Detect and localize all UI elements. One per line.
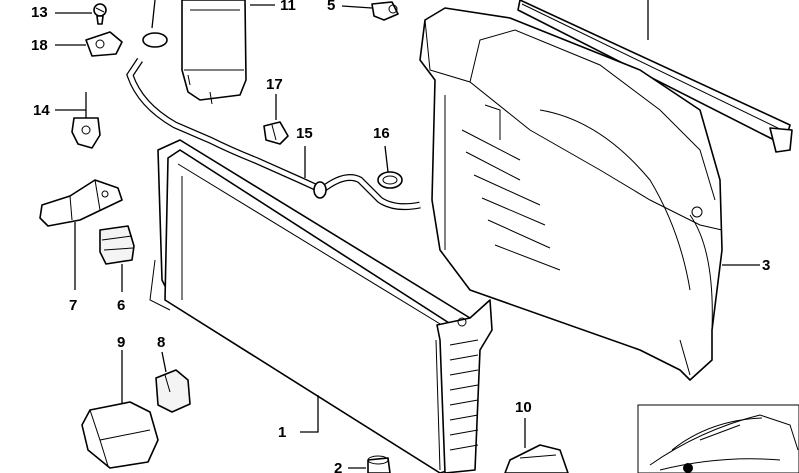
bracket-10	[504, 444, 569, 473]
callout-9: 9	[117, 334, 126, 351]
coolant-hose	[126, 58, 421, 211]
callout-7: 7	[69, 297, 78, 314]
hose-clamp-16	[377, 171, 403, 189]
radiator	[149, 139, 493, 473]
air-duct-9	[81, 401, 159, 469]
bracket-18	[85, 31, 123, 57]
vehicle-inset	[637, 404, 799, 473]
callout-1: 1	[278, 424, 287, 441]
leader-16	[384, 145, 389, 173]
callout-6: 6	[117, 297, 126, 314]
callout-14: 14	[33, 102, 50, 119]
expansion-tank	[181, 0, 247, 105]
leader-8	[161, 351, 167, 373]
fan-shroud	[419, 7, 723, 381]
hose-clamp-upper	[142, 0, 168, 48]
callout-13: 13	[31, 4, 48, 21]
sensor-5	[371, 1, 399, 21]
screw-13	[93, 3, 107, 25]
callout-5: 5	[327, 0, 336, 14]
sensor-14	[71, 92, 101, 149]
callout-10: 10	[515, 399, 532, 416]
rubber-mount-6	[99, 225, 135, 265]
grommet-8	[155, 369, 191, 413]
callout-8: 8	[157, 334, 166, 351]
callout-18: 18	[31, 37, 48, 54]
callout-3: 3	[762, 257, 771, 274]
callout-16: 16	[373, 125, 390, 142]
leader-1	[300, 395, 319, 433]
callout-17: 17	[266, 76, 283, 93]
callout-2: 2	[334, 460, 343, 473]
drain-plug-2	[367, 455, 391, 473]
callout-15: 15	[296, 125, 313, 142]
leader-5	[341, 5, 373, 9]
seal-strip	[517, 0, 793, 153]
callout-11: 11	[280, 0, 296, 14]
clip-17	[263, 121, 289, 145]
bracket-7	[39, 179, 123, 227]
